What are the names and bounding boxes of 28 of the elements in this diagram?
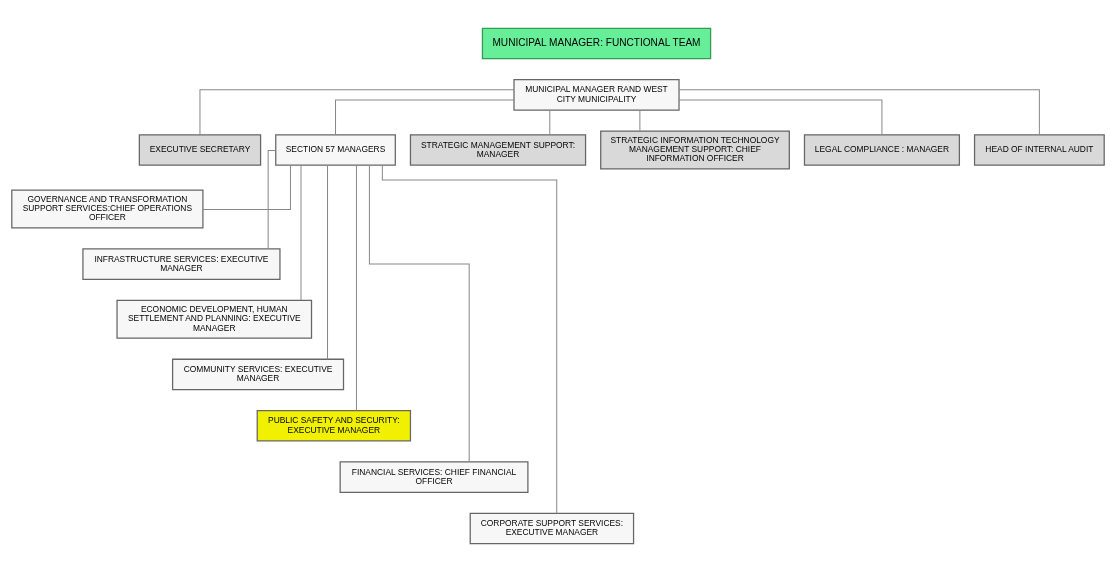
node-box: CORPORATE SUPPORT SERVICES: EXECUTIVE MANAGER bbox=[469, 512, 635, 544]
connector bbox=[678, 98, 883, 135]
node-box: COMMUNITY SERVICES: EXECUTIVE MANAGER bbox=[171, 358, 345, 390]
connector bbox=[335, 98, 515, 135]
connector bbox=[300, 164, 302, 301]
node-box: LEGAL COMPLIANCE : MANAGER bbox=[803, 133, 960, 166]
connector bbox=[368, 164, 470, 462]
connector bbox=[199, 88, 515, 135]
connector bbox=[202, 164, 291, 210]
connector bbox=[639, 109, 641, 131]
connector bbox=[381, 164, 558, 514]
node-box: STRATEGIC INFORMATION TECHNOLOGY MANAGEMENT SUPPORT: CHIEF INFORMATION OFFICER bbox=[600, 129, 790, 170]
connector bbox=[327, 164, 329, 360]
node-box: INFRASTRUCTURE SERVICES: EXECUTIVE MANAGER bbox=[82, 247, 281, 280]
node-box: GOVERNANCE AND TRANSFORMATION SUPPORT SERVICES:CHIEF OPERATIONS OFFICER bbox=[11, 188, 204, 229]
connector bbox=[355, 164, 357, 411]
node-box: MUNICIPAL MANAGER: FUNCTIONAL TEAM bbox=[481, 27, 712, 59]
connector bbox=[267, 149, 277, 249]
node-box: HEAD OF INTERNAL AUDIT bbox=[973, 133, 1105, 166]
node-box: SECTION 57 MANAGERS bbox=[275, 133, 396, 166]
node-box: EXECUTIVE SECRETARY bbox=[138, 133, 262, 166]
connector bbox=[678, 88, 1040, 135]
connector bbox=[549, 109, 551, 135]
node-box: FINANCIAL SERVICES: CHIEF FINANCIAL OFFICER bbox=[339, 460, 529, 493]
node-box: MUNICIPAL MANAGER RAND WEST CITY MUNICIPALITY bbox=[513, 78, 680, 111]
node-box: ECONOMIC DEVELOPMENT, HUMAN SETTLEMENT AND PLANNING: EXECUTIVE MANAGER bbox=[116, 299, 313, 339]
node-box: STRATEGIC MANAGEMENT SUPPORT: MANAGER bbox=[409, 133, 587, 166]
node-box: PUBLIC SAFETY AND SECURITY: EXECUTIVE MANAGER bbox=[256, 409, 412, 442]
